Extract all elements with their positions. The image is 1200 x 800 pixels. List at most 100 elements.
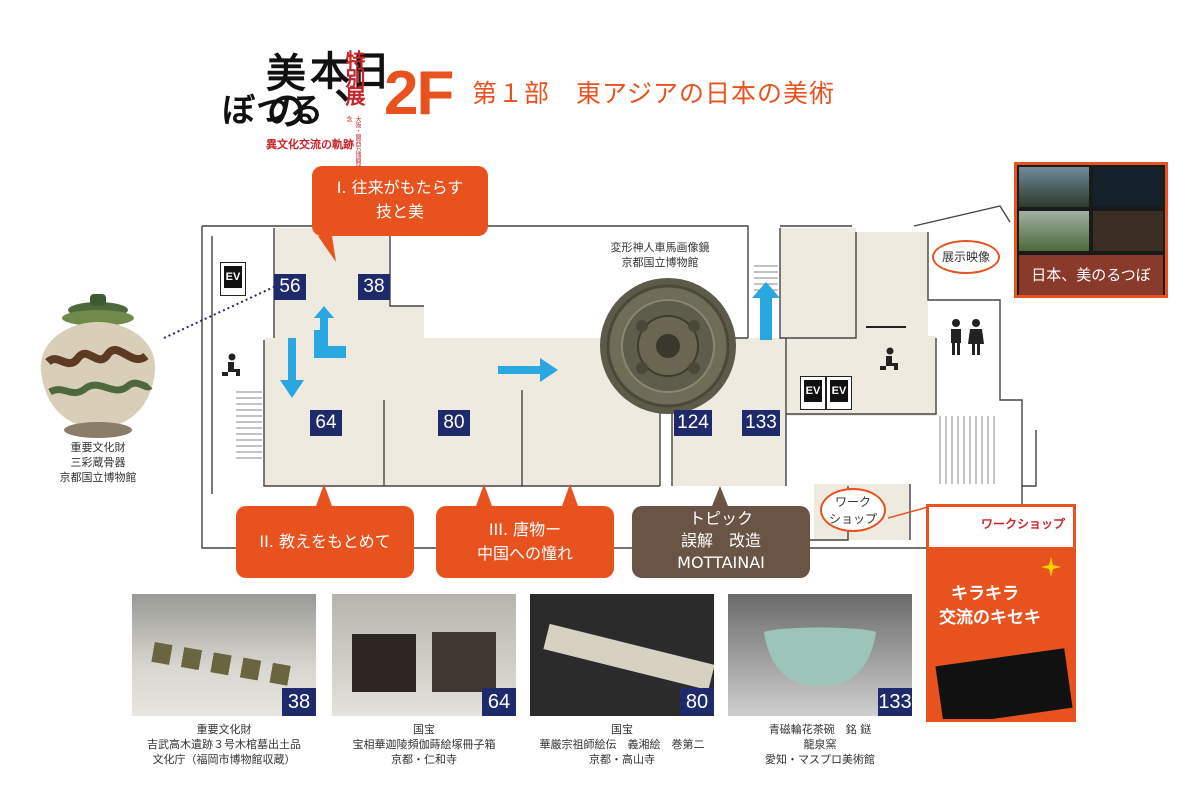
sancai-jar-image <box>40 294 156 438</box>
photo-64-box-left <box>352 634 416 692</box>
section-title: 第１部 東アジアの日本の美術 <box>472 79 836 108</box>
section3-line2: 中国への憧れ <box>476 544 573 563</box>
elevator-east-2-label: EV <box>830 380 848 402</box>
workshop-poster-black-shape <box>935 648 1073 719</box>
section2-label: II. 教えをもとめて <box>259 532 391 551</box>
room-124-badge[interactable]: 124 <box>674 410 712 436</box>
photo-80-caption-line2: 華厳宗祖師絵伝 義湘絵 巻第二 <box>539 738 705 751</box>
photo-133-bowl <box>764 627 876 686</box>
photo-80-badge: 80 <box>680 688 714 716</box>
stairs-left <box>236 391 262 459</box>
topic-line3: MOTTAINAI <box>677 553 765 572</box>
elevator-west-label: EV <box>224 266 242 288</box>
video-thumbnail-panel: 日本、美のるつぼ <box>1014 162 1168 298</box>
elevator-east-1-icon: EV <box>800 376 826 410</box>
workshop-label-line2: ショップ <box>828 512 877 526</box>
seating-east-icon <box>880 347 898 370</box>
photo-room-80: 80 <box>530 594 714 716</box>
video-title: 日本、美のるつぼ <box>1031 266 1151 284</box>
workshop-area-label[interactable]: ワーク ショップ <box>820 488 886 532</box>
logo-title-col1: るつぼ <box>215 92 323 124</box>
workshop-poster-star-icon <box>1041 557 1061 577</box>
photo-38-caption-line2: 吉武高木遺跡３号木棺墓出土品 <box>147 738 301 751</box>
jar-caption-line3: 京都国立博物館 <box>59 471 137 484</box>
section1-line1: I. 往来がもたらす <box>336 178 464 197</box>
photo-133-badge: 133 <box>878 688 912 716</box>
room-80-badge[interactable]: 80 <box>438 410 470 436</box>
photo-64-caption: 国宝 宝相華迦陵頻伽蒔絵塚冊子箱 京都・仁和寺 <box>322 722 526 767</box>
topic-callout[interactable]: トピック 誤解 改造 MOTTAINAI <box>632 506 810 578</box>
room-133-badge[interactable]: 133 <box>742 410 780 436</box>
section1-callout[interactable]: I. 往来がもたらす 技と美 <box>312 166 488 236</box>
logo-title-col3: 日本、 <box>303 50 390 126</box>
room-56-badge[interactable]: 56 <box>274 274 306 300</box>
photo-80-caption-line3: 京都・高山寺 <box>589 753 655 766</box>
direction-arrows <box>280 282 780 398</box>
video-title-band: 日本、美のるつぼ <box>1019 255 1163 295</box>
floor-label: 2F <box>384 59 454 128</box>
photo-38-artifacts <box>151 641 293 687</box>
workshop-label-line1: ワーク <box>834 495 871 509</box>
seating-west-icon <box>222 353 240 376</box>
photo-64-caption-line2: 宝相華迦陵頻伽蒔絵塚冊子箱 <box>352 738 496 751</box>
jar-caption-line1: 重要文化財 <box>70 441 126 454</box>
logo-special-label: 特別展 <box>342 50 366 104</box>
exhibition-logo: 日本、 美の るつぼ 特別展 大阪・関西万博開催記念 異文化交流の軌跡 <box>215 50 390 176</box>
mirror-caption: 変形神人車馬画像鏡 京都国立博物館 <box>600 240 720 270</box>
workshop-poster-heading: ワークショップ <box>981 517 1066 531</box>
mirror-caption-line2: 京都国立博物館 <box>621 256 699 269</box>
jar-leader-line <box>163 285 277 339</box>
bronze-mirror-image <box>600 278 736 414</box>
jar-caption: 重要文化財 三彩蔵骨器 京都国立博物館 <box>38 440 158 485</box>
arrow-down-left <box>280 338 304 398</box>
photo-64-box-right <box>432 632 496 692</box>
mirror-caption-line1: 変形神人車馬画像鏡 <box>610 241 710 254</box>
logo-title-col2: 美の <box>259 52 306 128</box>
room-64-badge[interactable]: 64 <box>310 410 342 436</box>
photo-133-caption: 青磁輪花茶碗 銘 鎹 龍泉窯 愛知・マスプロ美術館 <box>718 722 922 767</box>
photo-64-caption-line3: 京都・仁和寺 <box>391 753 457 766</box>
topic-pointer <box>712 486 728 506</box>
workshop-poster: ワークショップ キラキラ 交流のキセキ <box>926 504 1076 722</box>
photo-38-caption-line1: 重要文化財 <box>196 723 252 736</box>
photo-80-caption: 国宝 華厳宗祖師絵伝 義湘絵 巻第二 京都・高山寺 <box>520 722 724 767</box>
elevator-east-1-label: EV <box>804 380 822 402</box>
section3-callout[interactable]: III. 唐物ー 中国への憧れ <box>436 506 614 578</box>
video-area-label[interactable]: 展示映像 <box>932 240 1000 274</box>
room-38-badge[interactable]: 38 <box>358 274 390 300</box>
workshop-poster-header <box>929 507 1073 547</box>
photo-room-64: 64 <box>332 594 516 716</box>
photo-room-38: 38 <box>132 594 316 716</box>
section3-line1: III. 唐物ー <box>488 520 562 539</box>
workshop-poster-line2: 交流のキセキ <box>939 608 1041 628</box>
workshop-poster-line1: キラキラ <box>951 584 1019 604</box>
topic-line2: 誤解 改造 <box>680 531 761 550</box>
arrow-up-right <box>752 282 780 340</box>
section1-line2: 技と美 <box>375 202 424 221</box>
photo-room-133: 133 <box>728 594 912 716</box>
restroom-icon <box>951 319 984 355</box>
photo-38-caption-line3: 文化庁（福岡市博物館収蔵） <box>152 753 296 766</box>
topic-line1: トピック <box>688 509 753 528</box>
video-still-1 <box>1019 167 1089 207</box>
divider-line-icon <box>866 326 906 328</box>
arrow-right-80 <box>498 358 558 382</box>
section2-pointer <box>316 484 332 506</box>
photo-133-caption-line2: 龍泉窯 <box>803 738 837 751</box>
photo-38-caption: 重要文化財 吉武高木遺跡３号木棺墓出土品 文化庁（福岡市博物館収蔵） <box>122 722 326 767</box>
photo-64-badge: 64 <box>482 688 516 716</box>
video-still-4 <box>1093 211 1163 251</box>
video-area-text: 展示映像 <box>941 250 990 264</box>
photo-80-caption-line1: 国宝 <box>611 723 633 736</box>
section3-pointer-b <box>562 484 578 506</box>
logo-small-vertical: 大阪・関西万博開催記念 <box>345 116 361 176</box>
section2-callout[interactable]: II. 教えをもとめて <box>236 506 414 578</box>
video-still-3 <box>1019 211 1089 251</box>
section1-pointer <box>318 236 336 262</box>
east-corridor-floor <box>848 232 928 338</box>
photo-133-caption-line1: 青磁輪花茶碗 銘 鎹 <box>768 723 872 736</box>
elevator-east-2-icon: EV <box>826 376 852 410</box>
photo-133-caption-line3: 愛知・マスプロ美術館 <box>765 753 875 766</box>
stairs-lower-right <box>939 416 995 484</box>
